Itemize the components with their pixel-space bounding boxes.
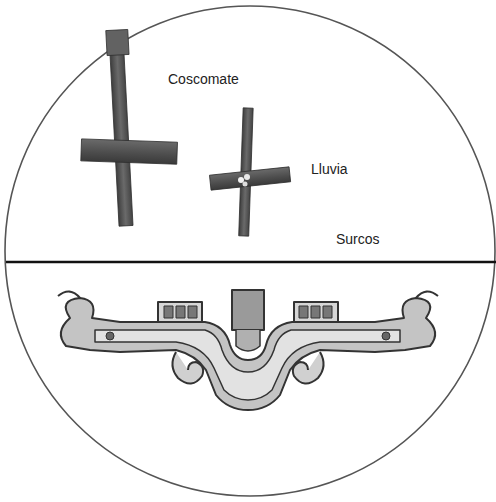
maya-glyph (58, 290, 438, 410)
wooden-cross (74, 27, 182, 228)
glyph-dot (382, 332, 390, 340)
part-label: Lluvia (311, 161, 348, 177)
glyph-scroll (293, 352, 324, 384)
divider-line (6, 261, 496, 264)
glyph-curl (58, 291, 80, 298)
label-box: Lluvia (311, 160, 348, 178)
frame-circle (5, 6, 495, 496)
glyph-tooth (323, 306, 332, 318)
cross-post (109, 34, 133, 226)
glyph-tooth (311, 306, 320, 318)
flower (243, 182, 248, 187)
glyph-dot (106, 332, 114, 340)
label-box: Coscomate (168, 70, 239, 88)
flower (238, 177, 244, 183)
glyph-tooth (188, 306, 197, 318)
part-label: Surcos (336, 231, 380, 247)
glyph-scroll (172, 352, 203, 384)
glyph-tooth (176, 306, 185, 318)
part-label: Coscomate (168, 71, 239, 87)
glyph-teeth (294, 302, 338, 322)
glyph-tooth (164, 306, 173, 318)
glyph-curl (416, 291, 438, 298)
glyph-teeth (158, 302, 202, 322)
wooden-cross (209, 108, 290, 236)
glyph-band (95, 330, 400, 400)
cross-top (106, 29, 129, 55)
flower (244, 174, 250, 180)
label-box: Surcos (336, 230, 380, 248)
glyph-tooth (299, 306, 308, 318)
glyph-top-block (232, 290, 264, 330)
glyph-center (236, 330, 260, 351)
cross-bar (209, 167, 290, 190)
cross-bar (81, 139, 178, 164)
